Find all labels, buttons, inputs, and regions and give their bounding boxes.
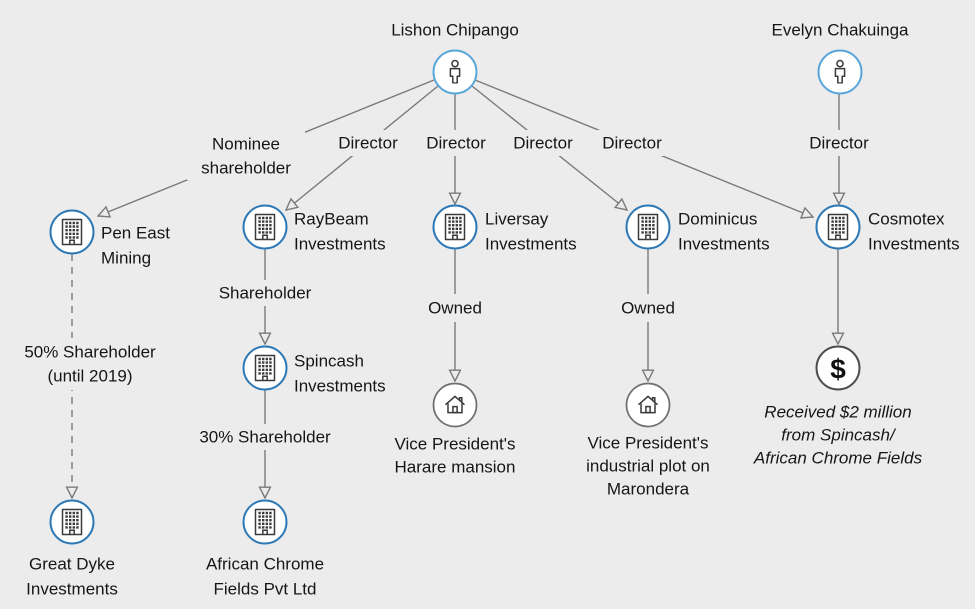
building-icon: [827, 213, 849, 241]
money-note-line3: African Chrome Fields: [753, 449, 923, 468]
money-note-line1: Received $2 million: [764, 403, 911, 422]
edge-label-backdrop: [613, 294, 683, 322]
company-name-line1: Spincash: [294, 352, 364, 371]
node-raybeam-investments: RayBeam Investments: [242, 204, 386, 254]
money-note-line2: from Spincash/: [781, 426, 897, 445]
edge-label-50pct-line2: (until 2019): [47, 367, 132, 386]
node-dominicus-investments: Dominicus Investments: [625, 204, 770, 254]
edge-label-50pct-line1: 50% Shareholder: [24, 343, 156, 362]
edge-label-backdrop: [0, 338, 182, 390]
node-liversay-investments: Liversay Investments: [432, 204, 577, 254]
edge-label-backdrop: [506, 130, 580, 156]
edge-label-nominee-line1: Nominee: [212, 135, 280, 154]
edge-label-nominee-line2: shareholder: [201, 159, 291, 178]
asset-name-line1: Vice President's: [587, 434, 708, 453]
building-icon: [254, 508, 276, 536]
person-name: Lishon Chipango: [391, 21, 519, 40]
building-icon: [61, 508, 83, 536]
asset-name-line2: Harare mansion: [395, 458, 516, 477]
edge-label-director-liversay: Director: [426, 134, 486, 153]
edge-label-director-raybeam: Director: [338, 134, 398, 153]
asset-name-line1: Vice President's: [394, 435, 515, 454]
edge-labels: Nominee shareholder Director Director Di…: [24, 134, 869, 447]
company-name-line2: Mining: [101, 249, 151, 268]
edge-label-backdrop: [420, 294, 490, 322]
node-lishon-chipango: Lishon Chipango: [391, 21, 519, 95]
edge-label-backdrop: [595, 130, 669, 156]
edge-label-owned-mansion: Owned: [428, 299, 482, 318]
node-evelyn-chakuinga: Evelyn Chakuinga: [771, 21, 909, 95]
company-name-line1: Dominicus: [678, 210, 757, 229]
building-icon: [444, 213, 466, 241]
building-icon: [254, 354, 276, 382]
edge-label-30pct: 30% Shareholder: [199, 428, 331, 447]
company-name-line2: Investments: [294, 235, 386, 254]
edge-label-backdrop: [213, 280, 317, 306]
asset-node-circle: [432, 382, 478, 428]
company-name-line2: Investments: [868, 235, 960, 254]
edge-label-director-cosmotex: Director: [602, 134, 662, 153]
edge-label-shareholder: Shareholder: [219, 284, 312, 303]
edge-label-backdrop: [331, 130, 405, 156]
edge-label-backdrops: [0, 130, 876, 450]
edge-label-backdrop: [187, 130, 305, 180]
company-name-line1: Pen East: [101, 224, 170, 243]
person-name: Evelyn Chakuinga: [771, 21, 909, 40]
company-name-line1: Cosmotex: [868, 210, 945, 229]
asset-name-line2: industrial plot on: [586, 457, 710, 476]
building-icon: [637, 213, 659, 241]
node-spincash-investments: Spincash Investments: [242, 345, 386, 396]
money-node-circle: [815, 345, 861, 391]
dollar-icon: $: [830, 354, 846, 385]
building-icon: [61, 218, 83, 246]
node-money-received: $ Received $2 million from Spincash/ Afr…: [753, 345, 923, 468]
company-name-line1: African Chrome: [206, 555, 324, 574]
company-name-line2: Investments: [678, 235, 770, 254]
company-name-line1: RayBeam: [294, 210, 369, 229]
asset-name-line3: Marondera: [607, 480, 690, 499]
node-african-chrome-fields: African Chrome Fields Pvt Ltd: [206, 499, 324, 599]
edge-label-director-dominicus: Director: [513, 134, 573, 153]
company-name-line2: Fields Pvt Ltd: [214, 580, 317, 599]
node-great-dyke-investments: Great Dyke Investments: [26, 499, 118, 599]
building-icon: [254, 213, 276, 241]
node-pen-east-mining: Pen East Mining: [49, 209, 170, 268]
company-name-line2: Investments: [26, 580, 118, 599]
company-name-line1: Liversay: [485, 210, 549, 229]
node-harare-mansion: Vice President's Harare mansion: [394, 382, 516, 477]
edge-label-backdrop: [195, 424, 335, 450]
asset-node-circle: [625, 382, 671, 428]
company-name-line2: Investments: [485, 235, 577, 254]
node-marondera-plot: Vice President's industrial plot on Maro…: [586, 382, 710, 499]
company-name-line1: Great Dyke: [29, 555, 115, 574]
edge-label-backdrop: [802, 130, 876, 156]
edge-label-director-evelyn: Director: [809, 134, 869, 153]
company-name-line2: Investments: [294, 377, 386, 396]
edge-label-owned-plot: Owned: [621, 299, 675, 318]
edge-label-backdrop: [419, 130, 493, 156]
node-cosmotex-investments: Cosmotex Investments: [815, 204, 960, 254]
